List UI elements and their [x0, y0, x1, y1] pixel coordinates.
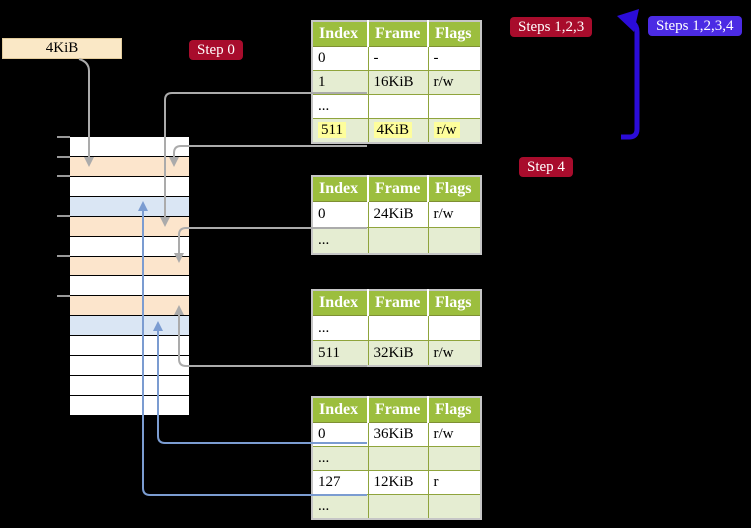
memory-frame-row-7	[70, 276, 189, 297]
cell-index: ...	[311, 446, 369, 471]
memory-frame-row-6	[70, 256, 189, 277]
cell-frame: -	[367, 46, 429, 71]
cell-frame: 12KiB	[367, 470, 429, 495]
memory-tick	[57, 156, 70, 158]
memory-frame-row-4	[70, 216, 189, 237]
frame-size-label: 4KiB	[2, 38, 122, 59]
cell-flags: r/w	[427, 70, 482, 95]
cell-flags: r/w	[427, 201, 482, 228]
column-header-frame: Frame	[368, 397, 429, 423]
page-table-3: Index Frame Flags ... 511 32KiB r/w	[311, 289, 482, 367]
cell-frame: 24KiB	[367, 201, 429, 228]
memory-tick	[57, 295, 70, 297]
cell-flags	[427, 315, 482, 341]
page-table-4: Index Frame Flags 0 36KiB r/w ... 127 12…	[311, 396, 482, 520]
table-row: 1 16KiB r/w	[311, 70, 482, 95]
column-header-frame: Frame	[368, 176, 429, 202]
cell-index: 0	[311, 46, 369, 71]
cell-flags: r/w	[427, 340, 482, 367]
table-row: ...	[311, 446, 482, 471]
table-header-row: Index Frame Flags	[312, 397, 481, 423]
cell-frame	[367, 227, 429, 255]
column-header-index: Index	[312, 290, 369, 316]
cell-flags	[427, 494, 482, 520]
cell-flags: r/w	[427, 118, 482, 144]
badge-step-0: Step 0	[189, 40, 243, 60]
memory-frame-row-12	[70, 376, 189, 396]
table-row: 0 36KiB r/w	[311, 422, 482, 447]
cell-frame	[367, 94, 429, 119]
column-header-index: Index	[312, 21, 369, 47]
memory-frame-row-8	[70, 296, 189, 317]
table-row: 127 12KiB r	[311, 470, 482, 495]
cell-frame	[367, 446, 429, 471]
cell-frame: 16KiB	[367, 70, 429, 95]
cell-index: ...	[311, 227, 369, 255]
table-row: ...	[311, 227, 482, 255]
cell-index: 0	[311, 201, 369, 228]
cell-frame	[367, 315, 429, 341]
table-row: 511 32KiB r/w	[311, 340, 482, 367]
cell-flags: r	[427, 470, 482, 495]
cell-frame: 4KiB	[367, 118, 429, 144]
table-row: ...	[311, 315, 482, 341]
cell-frame: 32KiB	[367, 340, 429, 367]
cell-index: 1	[311, 70, 369, 95]
cell-frame	[367, 494, 429, 520]
cell-flags	[427, 94, 482, 119]
memory-frame-row-9	[70, 316, 189, 337]
page-table-1: Index Frame Flags 0 - - 1 16KiB r/w ... …	[311, 20, 482, 144]
table-row: 0 - -	[311, 46, 482, 71]
column-header-index: Index	[312, 397, 369, 423]
memory-frame-row-2	[70, 176, 189, 197]
badge-step-4: Step 4	[519, 157, 573, 177]
badge-steps-1234: Steps 1,2,3,4	[648, 16, 742, 36]
memory-frame-row-3	[70, 196, 189, 217]
steps-1234-arrow	[617, 9, 640, 140]
badge-steps-123: Steps 1,2,3	[510, 17, 593, 37]
cell-index: ...	[311, 94, 369, 119]
table-header-row: Index Frame Flags	[312, 21, 481, 47]
memory-frame-row-13	[70, 395, 189, 416]
memory-tick	[57, 215, 70, 217]
arrow-entry511-to-frame-4kib	[169, 145, 367, 167]
cell-index: 127	[311, 470, 369, 495]
memory-frame-row-11	[70, 356, 189, 377]
cell-flags	[427, 446, 482, 471]
cell-flags: r/w	[427, 422, 482, 447]
cell-index: 0	[311, 422, 369, 447]
highlight-mark: 511	[318, 122, 346, 138]
cell-index: ...	[311, 315, 369, 341]
cell-index: 511	[311, 340, 369, 367]
memory-frame-row-10	[70, 336, 189, 357]
column-header-frame: Frame	[368, 21, 429, 47]
memory-frame-row-0	[70, 137, 189, 157]
memory-frame-row-1	[70, 156, 189, 177]
physical-memory-stack	[70, 137, 189, 416]
table-row-highlighted: 511 4KiB r/w	[311, 118, 482, 144]
cell-flags	[427, 227, 482, 255]
memory-tick	[57, 136, 70, 138]
memory-tick	[57, 175, 70, 177]
table-row: 0 24KiB r/w	[311, 201, 482, 228]
page-table-2: Index Frame Flags 0 24KiB r/w ...	[311, 175, 482, 255]
cell-index: 511	[311, 118, 369, 144]
column-header-flags: Flags	[428, 397, 481, 423]
column-header-flags: Flags	[428, 290, 481, 316]
memory-tick	[57, 255, 70, 257]
highlight-mark: 4KiB	[373, 122, 413, 138]
cell-frame: 36KiB	[367, 422, 429, 447]
memory-frame-row-5	[70, 236, 189, 257]
column-header-frame: Frame	[368, 290, 429, 316]
cell-flags: -	[427, 46, 482, 71]
column-header-flags: Flags	[428, 21, 481, 47]
column-header-flags: Flags	[428, 176, 481, 202]
table-header-row: Index Frame Flags	[312, 176, 481, 202]
table-header-row: Index Frame Flags	[312, 290, 481, 316]
table-row: ...	[311, 494, 482, 520]
highlight-mark: r/w	[433, 122, 460, 138]
cell-index: ...	[311, 494, 369, 520]
column-header-index: Index	[312, 176, 369, 202]
table-row: ...	[311, 94, 482, 119]
